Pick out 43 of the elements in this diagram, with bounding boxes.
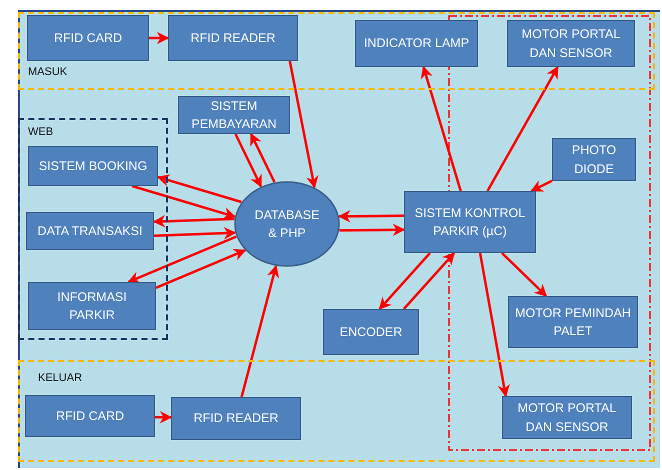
process-box: INDICATOR LAMP: [355, 20, 478, 67]
group-label: WEB: [28, 126, 54, 138]
arrow: [420, 66, 462, 192]
arrow: [338, 210, 404, 223]
arrow: [530, 180, 553, 192]
group-label: MASUK: [28, 66, 68, 78]
process-box: SISTEM PEMBAYARAN: [178, 96, 290, 134]
arrow: [127, 235, 237, 284]
arrow: [478, 252, 510, 398]
arrow: [339, 224, 406, 236]
process-box: INFORMASI PARKIR: [28, 282, 156, 330]
arrow: [402, 252, 456, 310]
arrow: [152, 215, 234, 228]
arrow: [501, 252, 548, 297]
arrow: [149, 32, 170, 44]
process-box: RFID READER: [168, 15, 298, 61]
process-box: RFID CARD: [25, 395, 155, 437]
process-box: RFID CARD: [27, 15, 149, 61]
process-box: MOTOR PORTAL DAN SENSOR: [507, 20, 635, 67]
group-label: KELUAR: [38, 372, 82, 384]
process-box: MOTOR PEMINDAH PALET: [508, 296, 638, 348]
arrow: [240, 264, 280, 398]
process-box: ENCODER: [323, 309, 419, 355]
arrow: [288, 60, 318, 189]
arrow: [154, 226, 236, 240]
arrow: [250, 132, 276, 183]
database-ellipse: DATABASE & PHP: [234, 181, 340, 267]
arrow: [154, 410, 172, 424]
process-box: PHOTO DIODE: [552, 138, 636, 181]
process-box: SISTEM KONTROL PARKIR (µC): [404, 191, 536, 253]
arrow: [486, 66, 559, 192]
arrow: [156, 174, 242, 204]
process-box: SISTEM BOOKING: [28, 146, 158, 186]
arrow: [234, 133, 262, 188]
exit-group: [18, 360, 655, 462]
entry-group: [18, 12, 655, 90]
process-box: MOTOR PORTAL DAN SENSOR: [502, 396, 632, 439]
process-box: RFID READER: [171, 397, 301, 440]
arrow: [132, 184, 236, 220]
arrow: [156, 248, 246, 289]
process-box: DATA TRANSAKSI: [26, 212, 154, 250]
arrow: [378, 252, 431, 310]
web-group: [18, 118, 168, 340]
